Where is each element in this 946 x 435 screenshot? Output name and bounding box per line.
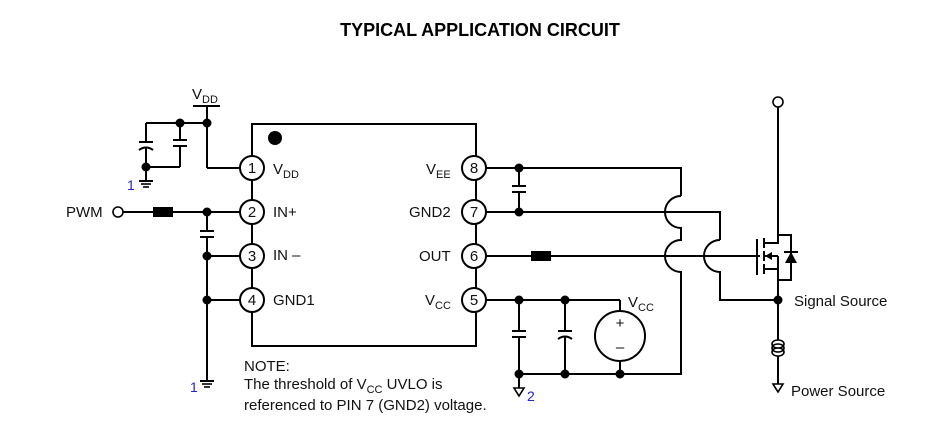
svg-text:VDD: VDD xyxy=(273,161,299,181)
svg-text:IN –: IN – xyxy=(273,247,301,264)
svg-text:IN+: IN+ xyxy=(273,204,297,221)
gnd2-to-source-wire xyxy=(703,239,778,301)
gnd2-wire xyxy=(486,211,721,240)
vdd-decoupling-capacitor-polarized xyxy=(138,123,154,167)
vcc-voltage-source: + – xyxy=(594,310,646,374)
signal-source-label: Signal Source xyxy=(794,293,887,310)
diagram-title: TYPICAL APPLICATION CIRCUIT xyxy=(340,20,620,40)
drain-terminal xyxy=(772,96,784,108)
vcc-source-label: VCC xyxy=(628,294,654,314)
power-source-label: Power Source xyxy=(791,383,885,400)
svg-text:+: + xyxy=(616,315,625,332)
ground-label-1: 1 xyxy=(190,379,198,395)
vee-return-wire xyxy=(664,195,682,375)
note-line-2: referenced to PIN 7 (GND2) voltage. xyxy=(244,397,487,414)
uvlo-note: NOTE: The threshold of VCC UVLO is refer… xyxy=(244,358,487,414)
svg-text:7: 7 xyxy=(470,204,478,221)
svg-text:8: 8 xyxy=(470,160,478,177)
ground-label-2: 2 xyxy=(527,388,535,404)
pin-6: 6 OUT xyxy=(419,243,487,269)
svg-text:3: 3 xyxy=(248,248,256,265)
junction-dot xyxy=(560,369,570,379)
pin-4: 4 GND1 xyxy=(239,287,315,313)
ground-symbol-1-bottom xyxy=(200,380,214,388)
vee-wire xyxy=(486,167,682,196)
junction-dot xyxy=(202,118,212,128)
svg-text:VCC: VCC xyxy=(425,292,451,312)
svg-text:1: 1 xyxy=(248,160,256,177)
gate-resistor xyxy=(531,251,551,261)
vcc-bypass-capacitor xyxy=(512,300,526,374)
input-resistor xyxy=(153,207,173,217)
power-source-arrow xyxy=(771,383,785,394)
pin-8: 8 VEE xyxy=(426,155,487,181)
ground-label-1: 1 xyxy=(127,177,135,193)
note-line-1: The threshold of VCC UVLO is xyxy=(244,376,442,396)
svg-text:6: 6 xyxy=(470,248,478,265)
note-heading: NOTE: xyxy=(244,358,290,375)
input-filter-capacitor xyxy=(200,212,214,256)
junction-dot xyxy=(615,369,625,379)
vcc-bulk-capacitor-polarized xyxy=(557,300,573,374)
source-inductor xyxy=(771,339,785,357)
pin-1: 1 VDD xyxy=(239,155,299,181)
pin-3: 3 IN – xyxy=(239,243,301,269)
power-mosfet xyxy=(756,234,798,281)
svg-text:GND1: GND1 xyxy=(273,292,315,309)
svg-text:VEE: VEE xyxy=(426,161,451,181)
svg-text:OUT: OUT xyxy=(419,248,451,265)
pin1-indicator-dot xyxy=(268,131,282,145)
svg-text:4: 4 xyxy=(248,292,256,309)
ground-symbol-2 xyxy=(512,387,526,398)
ic-package-body xyxy=(251,123,477,347)
vdd-supply-label: VDD xyxy=(192,86,218,106)
svg-text:2: 2 xyxy=(248,204,256,221)
pwm-label: PWM xyxy=(66,204,103,221)
pwm-input-terminal xyxy=(112,206,124,218)
vee-gnd2-bypass-capacitor xyxy=(512,168,526,212)
pin-7: 7 GND2 xyxy=(409,199,487,225)
junction-dot xyxy=(773,295,783,305)
vdd-decoupling-capacitor xyxy=(173,123,187,167)
svg-text:5: 5 xyxy=(470,292,478,309)
svg-text:GND2: GND2 xyxy=(409,204,451,221)
svg-text:–: – xyxy=(616,339,625,356)
pin-2: 2 IN+ xyxy=(239,199,297,225)
pin-5: 5 VCC xyxy=(425,287,487,313)
ground-symbol-1-top xyxy=(139,180,153,188)
